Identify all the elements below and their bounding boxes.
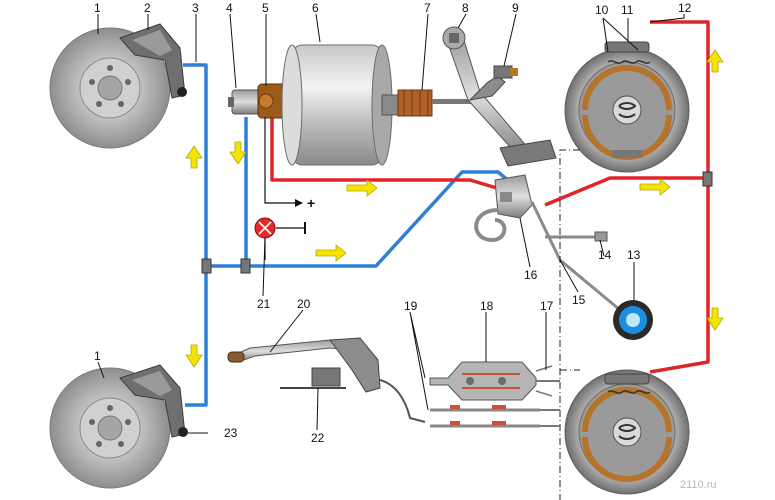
tee-fittings	[201, 171, 713, 274]
front-brake-caliper-bottom	[119, 364, 188, 438]
plus-terminal-label: +	[307, 195, 315, 211]
arrow-down-icon	[706, 307, 724, 331]
parking-brake-equalizer	[429, 361, 560, 401]
parking-brake-lever	[227, 337, 426, 423]
arrow-down-icon	[229, 141, 247, 165]
label-22: 22	[311, 431, 325, 445]
vacuum-booster	[281, 44, 393, 166]
label-1-top: 1	[94, 1, 101, 15]
arrow-right-icon	[346, 179, 378, 197]
arrow-right-icon	[639, 178, 671, 196]
label-18: 18	[480, 299, 494, 313]
label-10: 10	[595, 3, 609, 17]
label-15: 15	[572, 293, 586, 307]
rear-circuit-lines	[270, 20, 710, 374]
rear-drum-brake-top	[564, 41, 690, 173]
label-3: 3	[192, 1, 199, 15]
label-11: 11	[621, 3, 634, 17]
booster-pushrod	[381, 89, 472, 117]
label-2: 2	[144, 1, 151, 15]
pressure-warning-lamp	[254, 117, 306, 260]
label-23: 23	[224, 426, 238, 440]
watermark: 2110.ru	[680, 479, 717, 491]
label-4: 4	[226, 1, 233, 15]
label-21: 21	[257, 297, 271, 311]
label-7: 7	[424, 1, 431, 15]
front-brake-disc-top	[49, 27, 171, 149]
arrow-down-icon	[185, 344, 203, 368]
parking-brake-cables	[430, 405, 560, 428]
label-17: 17	[540, 299, 554, 313]
label-13: 13	[627, 248, 641, 262]
arrow-right-icon	[315, 244, 347, 262]
brake-light-switch	[468, 65, 518, 101]
front-brake-caliper-top	[119, 23, 187, 99]
flow-arrows	[185, 49, 724, 368]
label-12: 12	[678, 1, 692, 15]
label-19: 19	[404, 299, 418, 313]
label-9: 9	[512, 1, 519, 15]
label-8: 8	[462, 1, 469, 15]
label-20: 20	[297, 297, 311, 311]
label-6: 6	[312, 1, 319, 15]
arrow-up-icon	[185, 145, 203, 169]
part-labels: 1 2 3 4 5 6 7 8 9 10 11 12 13 14 15 16 1…	[94, 1, 692, 445]
suspension-bushing	[613, 300, 653, 340]
label-16: 16	[524, 268, 538, 282]
brake-pedal	[442, 26, 557, 167]
label-1-bottom: 1	[94, 349, 101, 363]
leader-lines	[97, 13, 685, 434]
pressure-regulator	[474, 174, 621, 312]
reference-lines	[559, 149, 580, 500]
rear-drum-brake-bottom	[564, 369, 690, 495]
arrow-up-icon	[706, 49, 724, 73]
label-5: 5	[262, 1, 269, 15]
label-14: 14	[598, 248, 612, 262]
